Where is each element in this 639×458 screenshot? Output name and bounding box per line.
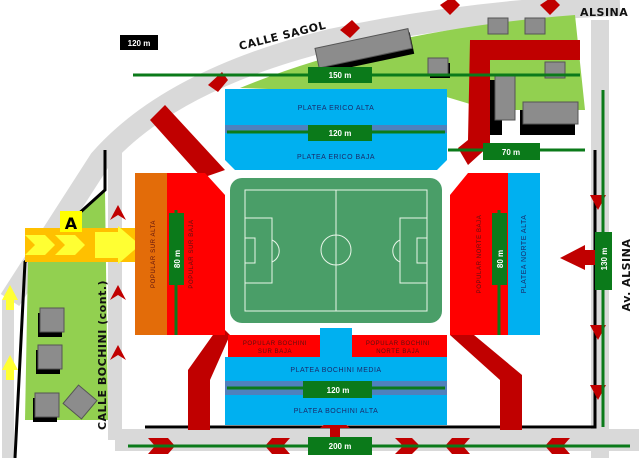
label-bochini-norte-baja-1: POPULAR BOCHINI — [366, 341, 430, 347]
distance-corner: 70 m — [502, 148, 520, 157]
label-bochini-alta: PLATEA BOCHINI ALTA — [294, 408, 379, 415]
sector-platea-erico-baja[interactable] — [225, 133, 447, 170]
label-bochini-norte-baja-2: NORTE BAJA — [376, 349, 420, 355]
distance-bochini: 120 m — [327, 386, 350, 395]
distance-norte: 80 m — [496, 250, 505, 268]
sector-platea-bochini-media[interactable] — [225, 357, 447, 381]
distance-scale: 120 m — [128, 39, 151, 48]
street-alsina-top: ALSINA — [580, 6, 628, 19]
label-bochini-media: PLATEA BOCHINI MEDIA — [290, 367, 381, 374]
label-sur-alta: POPULAR SUR ALTA — [151, 220, 157, 288]
sector-labels: PLATEA ERICO ALTA PLATEA ERICO BAJA POPU… — [151, 105, 528, 415]
street-bochini: CALLE BOCHINI (cont.) — [96, 280, 109, 430]
distance-alsina: 130 m — [600, 248, 609, 271]
label-norte-alta: PLATEA NORTE ALTA — [521, 215, 528, 294]
label-erico-baja: PLATEA ERICO BAJA — [297, 154, 375, 161]
sector-platea-norte-alta[interactable] — [508, 173, 540, 335]
label-erico-alta: PLATEA ERICO ALTA — [298, 105, 375, 112]
distance-bottom: 200 m — [329, 442, 352, 451]
entrance-a[interactable]: A — [2, 211, 140, 380]
label-bochini-sur-baja-1: POPULAR BOCHINI — [243, 341, 307, 347]
football-pitch — [230, 178, 442, 323]
sector-popular-sur-alta[interactable] — [135, 173, 167, 335]
entrance-label: A — [65, 214, 78, 233]
street-alsina-side: Av. ALSINA — [620, 239, 633, 312]
access-corridors — [150, 40, 580, 430]
distance-sur: 80 m — [173, 250, 182, 268]
label-bochini-sur-baja-2: SUR BAJA — [258, 349, 292, 355]
distance-labels: 120 m 150 m 120 m 70 m 80 m 80 m 130 m 1… — [120, 35, 612, 455]
sector-popular-bochini-norte-baja[interactable] — [352, 335, 447, 357]
label-sur-baja: POPULAR SUR BAJA — [189, 219, 195, 288]
distance-top: 150 m — [329, 71, 352, 80]
sector-platea-erico-alta[interactable] — [225, 89, 447, 125]
distance-erico: 120 m — [329, 129, 352, 138]
sector-popular-bochini-sur-baja[interactable] — [228, 335, 322, 357]
label-norte-baja: POPULAR NORTE BAJA — [477, 215, 483, 294]
sector-platea-bochini-alta[interactable] — [225, 395, 447, 425]
